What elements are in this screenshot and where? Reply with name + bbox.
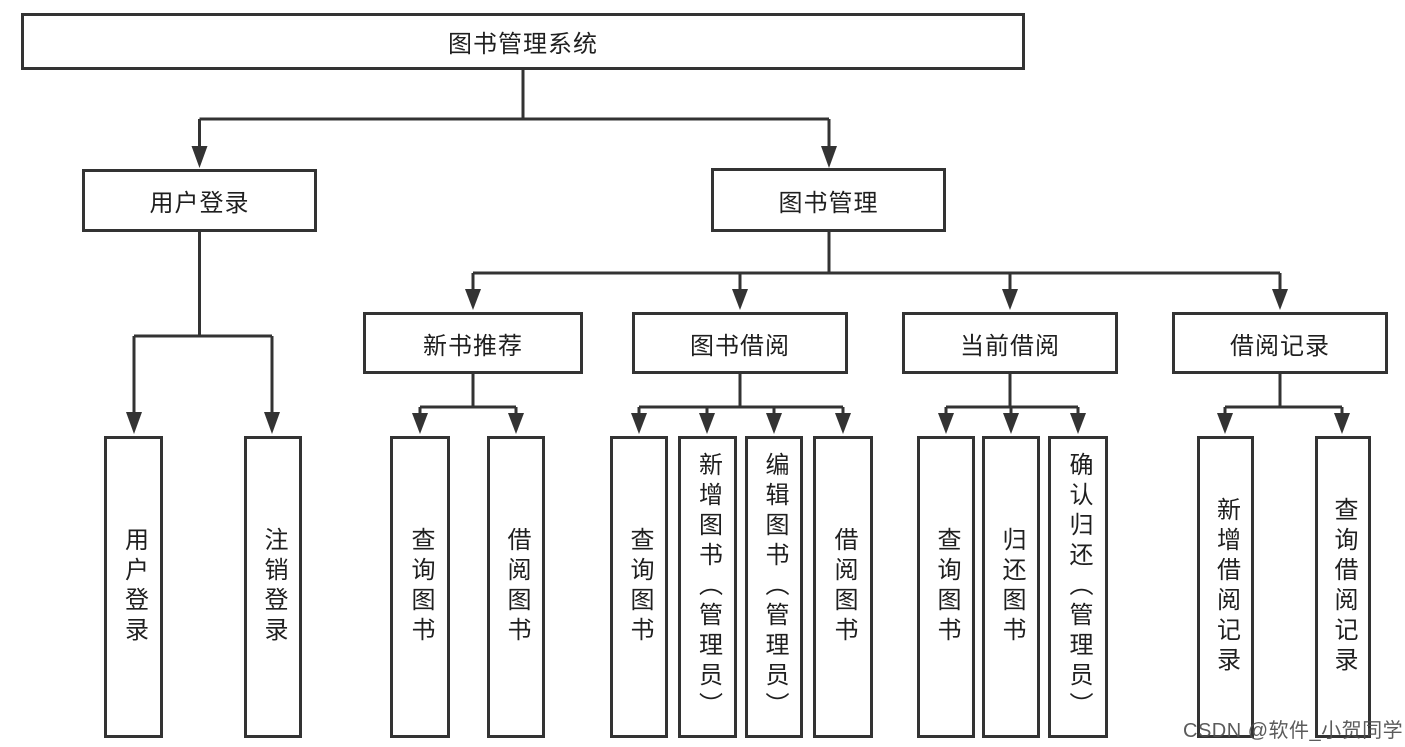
arrowhead-icon	[1217, 413, 1233, 434]
arrowhead-icon	[126, 412, 142, 434]
arrowhead-icon	[732, 289, 748, 310]
leaf-user-login: 用户登录	[104, 436, 163, 738]
node-label: 借阅记录	[1230, 332, 1330, 360]
node-root-system: 图书管理系统	[21, 13, 1025, 70]
leaf-label: 注销登录	[260, 527, 287, 647]
leaf-borrow-books: 借阅图书	[813, 436, 873, 738]
connector-borrow-records-to-leaves	[1217, 374, 1350, 434]
arrowhead-icon	[508, 413, 524, 434]
connector-root-to-level2	[191, 70, 837, 168]
leaf-label: 借阅图书	[830, 527, 857, 647]
arrowhead-icon	[699, 413, 715, 434]
leaf-add-books-admin: 新增图书（管理员）	[678, 436, 737, 738]
node-label: 图书管理	[778, 189, 879, 217]
leaf-label: 新增借阅记录	[1212, 497, 1240, 677]
leaf-label: 新增图书（管理员）	[694, 452, 722, 722]
leaf-query-books-recommend: 查询图书	[390, 436, 450, 738]
leaf-confirm-return-admin: 确认归还（管理员）	[1048, 436, 1108, 738]
arrowhead-icon	[191, 146, 208, 168]
arrowhead-icon	[1002, 289, 1018, 310]
leaf-borrow-books-recommend: 借阅图书	[487, 436, 545, 738]
node-label: 用户登录	[149, 190, 250, 217]
node-book-management: 图书管理	[711, 168, 946, 232]
leaf-label: 查询图书	[626, 527, 653, 647]
node-current-borrowing: 当前借阅	[902, 312, 1118, 374]
node-new-book-recommend: 新书推荐	[363, 312, 583, 374]
leaf-label: 查询图书	[407, 527, 434, 647]
node-label: 新书推荐	[423, 332, 523, 360]
connector-book-borrow-to-leaves	[631, 374, 851, 434]
leaf-edit-books-admin: 编辑图书（管理员）	[745, 436, 803, 738]
connector-current-borrow-to-leaves	[938, 374, 1086, 434]
leaf-query-books-current: 查询图书	[917, 436, 975, 738]
connector-book-mgmt-to-level3	[465, 232, 1288, 310]
arrowhead-icon	[1334, 413, 1350, 434]
leaf-return-books: 归还图书	[982, 436, 1040, 738]
leaf-label: 用户登录	[120, 527, 148, 647]
arrowhead-icon	[631, 413, 647, 434]
node-label: 当前借阅	[960, 332, 1060, 360]
leaf-query-books-borrowing: 查询图书	[610, 436, 668, 738]
node-borrowing-records: 借阅记录	[1172, 312, 1388, 374]
node-book-borrowing: 图书借阅	[632, 312, 848, 374]
leaf-label: 借阅图书	[503, 527, 530, 647]
arrowhead-icon	[412, 413, 428, 434]
arrowhead-icon	[1070, 413, 1086, 434]
arrowhead-icon	[821, 146, 837, 168]
node-label: 图书管理系统	[448, 31, 598, 58]
arrowhead-icon	[835, 413, 851, 434]
arrowhead-icon	[938, 413, 954, 434]
leaf-label: 查询图书	[933, 527, 960, 647]
connector-user-login-to-leaves	[126, 232, 280, 434]
leaf-label: 确认归还（管理员）	[1065, 452, 1092, 722]
leaf-query-borrow-record: 查询借阅记录	[1315, 436, 1371, 738]
node-label: 图书借阅	[690, 332, 790, 360]
leaf-label: 归还图书	[998, 527, 1025, 647]
node-user-login-branch: 用户登录	[82, 169, 317, 232]
leaf-label: 查询借阅记录	[1330, 497, 1357, 677]
connector-new-book-to-leaves	[412, 374, 524, 434]
leaf-add-borrow-record: 新增借阅记录	[1197, 436, 1254, 738]
leaf-label: 编辑图书（管理员）	[761, 452, 788, 722]
arrowhead-icon	[1003, 413, 1019, 434]
arrowhead-icon	[1272, 289, 1288, 310]
arrowhead-icon	[264, 412, 280, 434]
leaf-logout-login: 注销登录	[244, 436, 302, 738]
arrowhead-icon	[465, 289, 481, 310]
arrowhead-icon	[766, 413, 782, 434]
csdn-watermark: CSDN @软件_小贺同学	[1183, 720, 1404, 742]
